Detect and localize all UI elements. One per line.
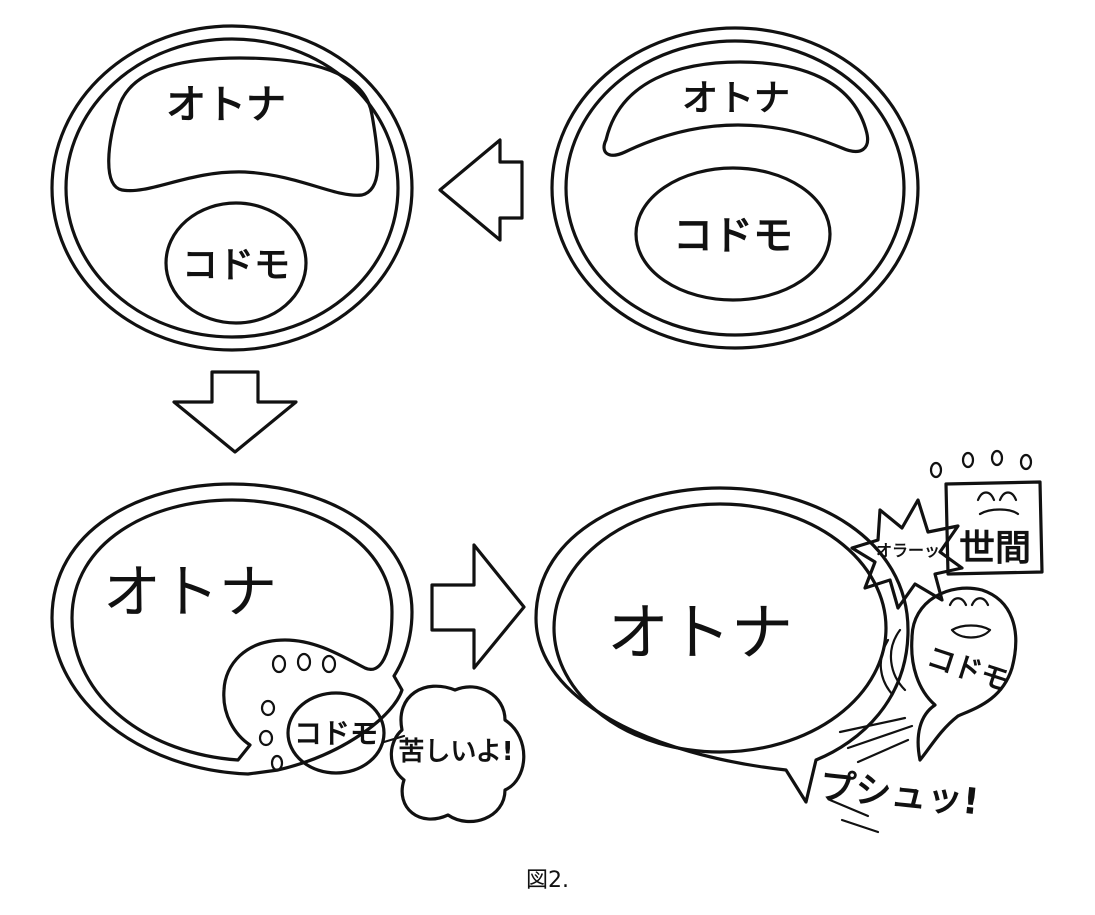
- outer-circle-inner-ring: [64, 37, 400, 339]
- ejected-child-blob: [910, 586, 1018, 762]
- child-label: コドモ: [294, 717, 378, 750]
- panel-bottom-left: オトナ コドモ 苦しいよ!: [50, 482, 526, 824]
- panel-top-left: オトナ コドモ: [50, 24, 414, 352]
- child-label: コドモ: [923, 640, 1013, 697]
- sweat-drop-icon: [929, 461, 943, 479]
- adult-region: [70, 498, 394, 762]
- pain-bubble-connector: [382, 734, 406, 744]
- adult-region: [107, 56, 380, 197]
- figure-caption: 図2.: [526, 868, 569, 893]
- sweat-drop-icon: [961, 451, 975, 469]
- sweat-drop-icon: [260, 699, 276, 717]
- outer-speech-bubble: [50, 482, 414, 776]
- outer-speech-bubble: [534, 486, 910, 804]
- arrow-down: [172, 370, 298, 454]
- child-worried-face-icon: [948, 597, 992, 639]
- adult-label: オトナ: [682, 78, 790, 119]
- adult-label: オトナ: [103, 558, 277, 626]
- child-region: [164, 201, 308, 325]
- child-label: コドモ: [673, 213, 793, 259]
- shout-label: オラーッ: [876, 541, 940, 560]
- adult-label: オトナ: [607, 596, 793, 669]
- outer-circle: [50, 24, 414, 352]
- adult-region: [552, 502, 888, 754]
- sweat-drop-icon: [990, 449, 1004, 467]
- adult-region: [602, 60, 870, 157]
- arrow-left: [438, 138, 524, 242]
- arrow-right: [430, 543, 526, 670]
- adult-label: オトナ: [166, 82, 286, 128]
- sweat-drop-icon: [270, 754, 284, 772]
- society-label: 世間: [959, 528, 1031, 569]
- shout-burst: [850, 498, 964, 610]
- child-label: コドモ: [182, 245, 290, 286]
- child-region: [286, 691, 386, 775]
- pain-label: 苦しいよ!: [398, 737, 513, 767]
- panel-bottom-right: オトナ コドモ 世間 オラーッ プシュッ!: [534, 449, 1044, 834]
- pop-label: プシュッ!: [817, 766, 981, 824]
- sweat-drop-icon: [296, 652, 312, 672]
- sweat-drop-icon: [258, 729, 274, 747]
- motion-lines: [828, 628, 914, 834]
- sweat-drop-icon: [321, 654, 337, 674]
- child-region: [634, 166, 832, 302]
- pain-thought-bubble: [389, 684, 526, 824]
- sweat-drop-icon: [271, 654, 287, 674]
- outer-circle: [550, 26, 920, 350]
- sweat-drops: [258, 652, 337, 772]
- outer-circle-inner-ring: [564, 39, 906, 337]
- panel-top-right: オトナ コドモ: [550, 26, 920, 350]
- society-worried-face-icon: [976, 491, 1020, 516]
- sweat-drops: [929, 449, 1033, 479]
- sweat-drop-icon: [1019, 453, 1033, 471]
